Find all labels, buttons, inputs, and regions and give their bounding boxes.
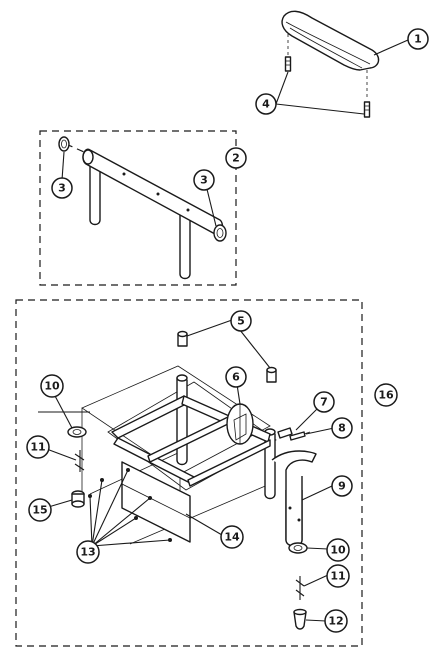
callout-7: 7 — [313, 391, 335, 413]
svg-text:7: 7 — [320, 396, 328, 409]
armrest-pad — [281, 10, 380, 71]
svg-text:6: 6 — [232, 371, 240, 384]
svg-text:1: 1 — [414, 33, 422, 46]
callout-6: 6 — [225, 366, 247, 388]
callout-8: 8 — [331, 417, 353, 439]
callout-10-left: 10 — [40, 374, 64, 398]
callout-13: 13 — [76, 540, 100, 564]
callout-9: 9 — [331, 475, 353, 497]
svg-text:9: 9 — [338, 480, 346, 493]
svg-text:8: 8 — [338, 422, 346, 435]
group-box-2 — [39, 130, 237, 286]
callout-12: 12 — [324, 609, 348, 633]
callout-15: 15 — [28, 498, 52, 522]
spring-clip-left — [74, 450, 85, 472]
plug-rear — [177, 330, 188, 347]
armrest-tube-assembly — [65, 143, 224, 280]
callout-11-left: 11 — [26, 435, 50, 459]
callout-14: 14 — [220, 525, 244, 549]
svg-text:12: 12 — [328, 615, 343, 628]
svg-text:3: 3 — [58, 182, 66, 195]
svg-text:10: 10 — [44, 380, 60, 393]
foot-cap — [293, 608, 307, 630]
svg-text:2: 2 — [232, 152, 240, 165]
bushing-right — [288, 542, 308, 554]
callout-3-right: 3 — [193, 169, 215, 191]
svg-text:5: 5 — [237, 315, 245, 328]
group-box-16 — [15, 299, 363, 647]
svg-text:14: 14 — [224, 531, 240, 544]
callout-3-left: 3 — [51, 177, 73, 199]
plug-front — [266, 366, 277, 383]
svg-text:13: 13 — [80, 546, 95, 559]
callout-2: 2 — [225, 147, 247, 169]
callout-5: 5 — [230, 310, 252, 332]
svg-text:4: 4 — [262, 98, 270, 111]
bolt — [277, 427, 293, 439]
lock-bracket-detail — [226, 403, 254, 445]
svg-text:11: 11 — [330, 570, 345, 583]
svg-text:10: 10 — [330, 544, 346, 557]
bushing-left — [67, 426, 87, 438]
callout-10-right: 10 — [326, 538, 350, 562]
screw-rear — [363, 70, 371, 118]
callout-4: 4 — [255, 93, 277, 115]
side-panel — [121, 461, 191, 543]
screw-front — [284, 34, 292, 72]
spring-clip-right — [295, 576, 305, 600]
svg-text:11: 11 — [30, 441, 45, 454]
leader-lines — [38, 39, 409, 622]
svg-text:3: 3 — [200, 174, 208, 187]
tube-end-cap-right — [213, 224, 227, 242]
collar-left — [71, 490, 85, 508]
rear-socket-post — [176, 374, 188, 466]
callout-11-right: 11 — [326, 564, 350, 588]
svg-text:16: 16 — [378, 389, 394, 402]
pin — [289, 431, 311, 441]
curved-arm-tube — [271, 450, 317, 547]
callout-1: 1 — [407, 28, 429, 50]
tube-end-cap-left — [58, 136, 70, 152]
svg-text:15: 15 — [32, 504, 47, 517]
callout-16: 16 — [374, 383, 398, 407]
